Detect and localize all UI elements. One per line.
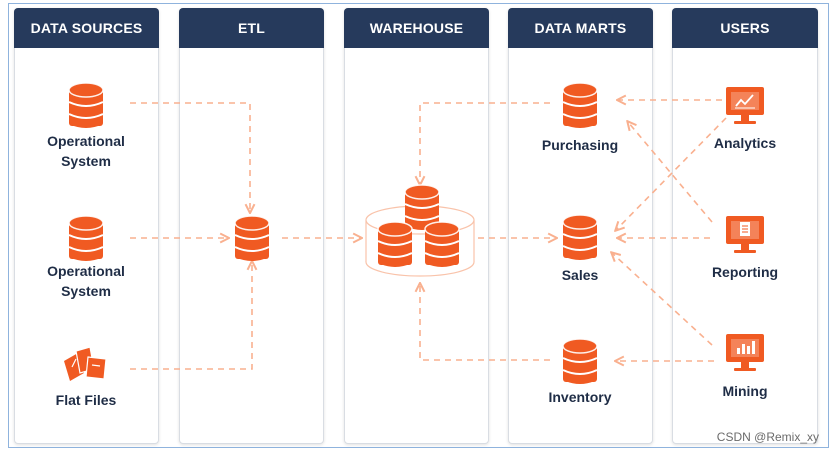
flow-flatfiles-etl xyxy=(130,262,252,370)
source-label-2: Operational System xyxy=(21,261,151,301)
mart-label-inventory: Inventory xyxy=(548,389,612,405)
mart-label-purchasing: Purchasing xyxy=(541,137,619,153)
flow-analytics-sales xyxy=(616,117,727,230)
warehouse-icon xyxy=(365,184,475,277)
report-monitor-icon xyxy=(726,216,764,253)
column-header-data-marts: DATA MARTS xyxy=(508,8,653,48)
source-label-1-line2: System xyxy=(61,153,111,169)
flow-mining-sales xyxy=(612,253,713,346)
database-icon xyxy=(68,82,104,129)
mart-label-sales: Sales xyxy=(561,267,599,283)
source-label-1-line1: Operational xyxy=(47,133,125,149)
flow-source1-etl xyxy=(130,102,250,212)
source-label-2-line1: Operational xyxy=(47,263,125,279)
database-icon xyxy=(562,214,598,261)
flat-files-icon xyxy=(64,346,107,381)
user-label-mining: Mining xyxy=(722,383,768,399)
user-label-analytics: Analytics xyxy=(713,135,777,151)
column-header-users: USERS xyxy=(672,8,818,48)
source-label-2-line2: System xyxy=(61,283,111,299)
source-label-1: Operational System xyxy=(21,131,151,171)
column-header-data-sources: DATA SOURCES xyxy=(14,8,159,48)
database-icon xyxy=(562,82,598,129)
column-header-warehouse: WAREHOUSE xyxy=(344,8,489,48)
analytics-monitor-icon xyxy=(726,87,764,124)
database-icon xyxy=(234,215,270,262)
watermark: CSDN @Remix_xy xyxy=(716,430,819,444)
flow-inventory-warehouse xyxy=(420,284,550,361)
column-header-etl: ETL xyxy=(179,8,324,48)
database-icon xyxy=(68,215,104,262)
mining-monitor-icon xyxy=(726,334,764,371)
user-label-reporting: Reporting xyxy=(711,264,779,280)
source-label-flat-files: Flat Files xyxy=(55,392,117,408)
database-icon xyxy=(562,338,598,385)
